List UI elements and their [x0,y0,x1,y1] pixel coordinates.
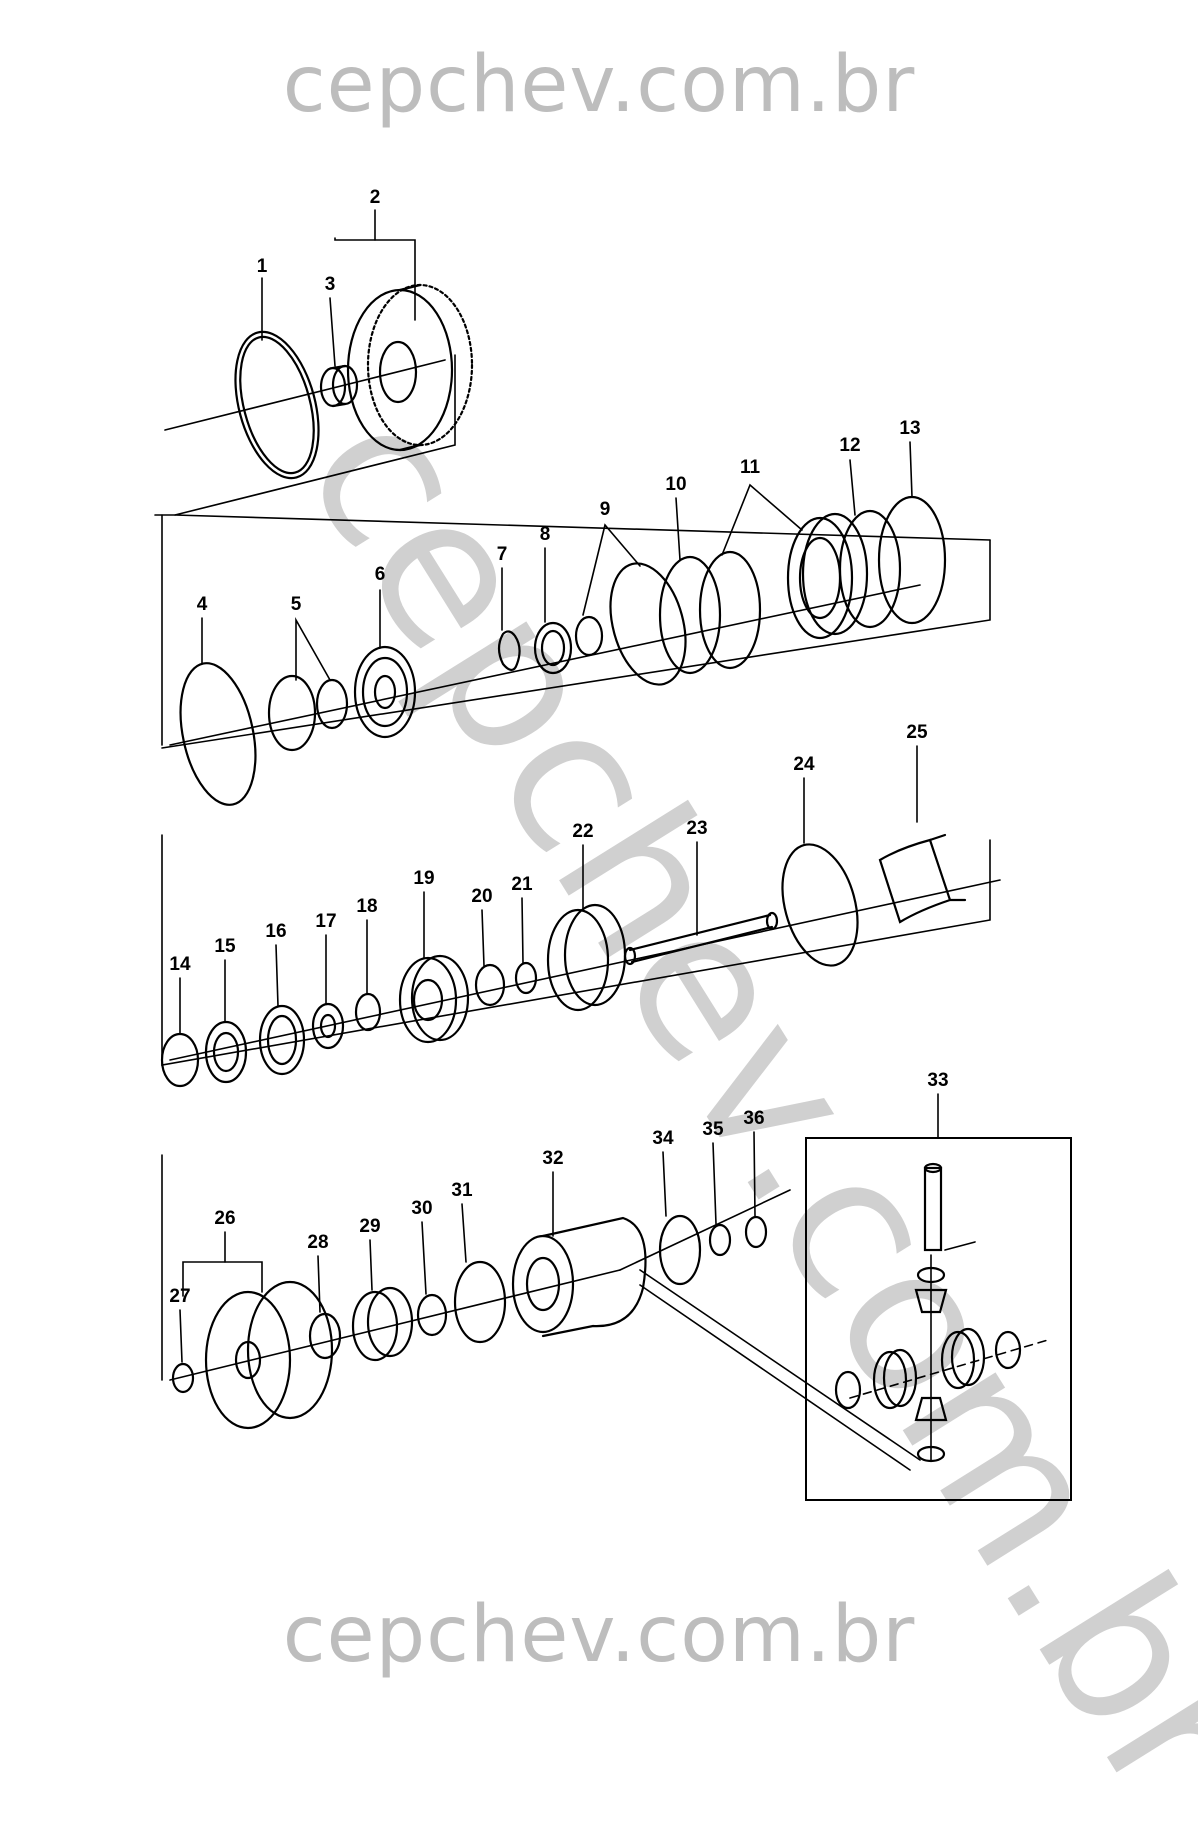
callout-36: 36 [743,1108,764,1129]
part-33-side-gear-right [940,1327,986,1390]
row-1-group [154,209,474,516]
callout-12: 12 [839,435,860,456]
callout-28: 28 [307,1232,328,1253]
part-9-ring-large [609,562,687,686]
callout-7: 7 [497,544,508,565]
callout-11: 11 [740,457,761,478]
part-3-bushing [319,364,359,408]
callout-21: 21 [511,874,533,895]
part-33-pinion-gear-top [914,1288,948,1314]
callout-8: 8 [540,524,551,545]
part-7-spring-clip [497,630,521,672]
callout-20: 20 [471,886,492,907]
callout-2: 2 [370,187,381,208]
callout-35: 35 [702,1119,724,1140]
callout-25: 25 [906,722,928,743]
exploded-parts-diagram: 1 2 3 4 5 6 7 8 9 10 11 12 13 14 15 16 1… [154,187,1072,1501]
callout-30: 30 [411,1198,432,1219]
part-2-gear [346,283,474,452]
callout-33: 33 [927,1070,948,1091]
part-33-inset-box [805,1137,1072,1501]
part-33-pinion-gear-bottom [914,1396,948,1422]
callout-22: 22 [572,821,593,842]
row-2-group [161,441,991,806]
callout-15: 15 [214,936,236,957]
part-29-gear [351,1286,414,1362]
callout-9: 9 [600,499,611,520]
part-12-plate [838,509,902,629]
callout-13: 13 [899,418,920,439]
part-17-retainer [311,1002,345,1050]
callout-3: 3 [325,274,336,295]
part-20-washer [474,963,506,1007]
part-4-snap-ring [179,662,257,806]
callout-14: 14 [169,954,191,975]
callout-6: 6 [375,564,386,585]
part-34-ring-gear [658,1214,702,1286]
part-8-washer [533,621,573,675]
part-36-bearing [744,1215,768,1249]
part-25-band [878,833,967,924]
part-33-pinion-shaft [923,1162,943,1252]
callout-29: 29 [359,1216,380,1237]
part-33-washer-right [994,1330,1022,1370]
row-4-group [161,1093,1072,1501]
callout-5: 5 [291,594,302,615]
row-3-group [160,745,1001,1088]
part-22-ring-gear [546,903,627,1012]
part-13-snap-ring [877,495,947,625]
callout-labels: 1 2 3 4 5 6 7 8 9 10 11 12 13 14 15 16 1… [169,187,948,1307]
part-11-plate [698,550,762,670]
watermark-top: cepchev.com.br [282,40,916,130]
callout-10: 10 [665,474,686,495]
callout-26: 26 [214,1208,235,1229]
callout-18: 18 [356,896,377,917]
part-27-bushing [171,1362,195,1394]
part-9-ring-small [574,615,604,657]
part-18-bushing [354,992,382,1032]
part-30-washer [416,1293,448,1337]
watermark-bottom: cepchev.com.br [282,1590,916,1680]
part-24-snap-ring [781,843,859,967]
callout-19: 19 [413,868,434,889]
part-26-drum [204,1280,334,1430]
part-10-plate [658,555,722,675]
part-33-side-gear-left [872,1348,918,1410]
part-1-snap-ring [234,330,320,480]
part-6-bearing [353,645,417,739]
callout-31: 31 [451,1180,473,1201]
callout-24: 24 [793,754,815,775]
part-5-seal-ring-a [267,674,317,752]
callout-27: 27 [169,1286,190,1307]
part-35-washer [708,1223,732,1257]
part-32-differential-case [511,1216,647,1338]
part-16-sprag [258,1004,306,1076]
part-28-bearing [308,1312,342,1360]
callout-23: 23 [686,818,707,839]
part-21-ring [514,961,538,995]
callout-32: 32 [542,1148,563,1169]
callout-16: 16 [265,921,286,942]
callout-4: 4 [197,594,208,615]
part-15-bearing [204,1020,248,1084]
part-33-washer-left [834,1370,862,1410]
part-23-shaft [623,911,779,966]
part-19-carrier [398,954,470,1044]
callout-17: 17 [315,911,336,932]
part-5-seal-ring-b [315,678,349,730]
callout-34: 34 [652,1128,674,1149]
part-31-snap-ring [453,1260,507,1344]
callout-1: 1 [257,256,268,277]
